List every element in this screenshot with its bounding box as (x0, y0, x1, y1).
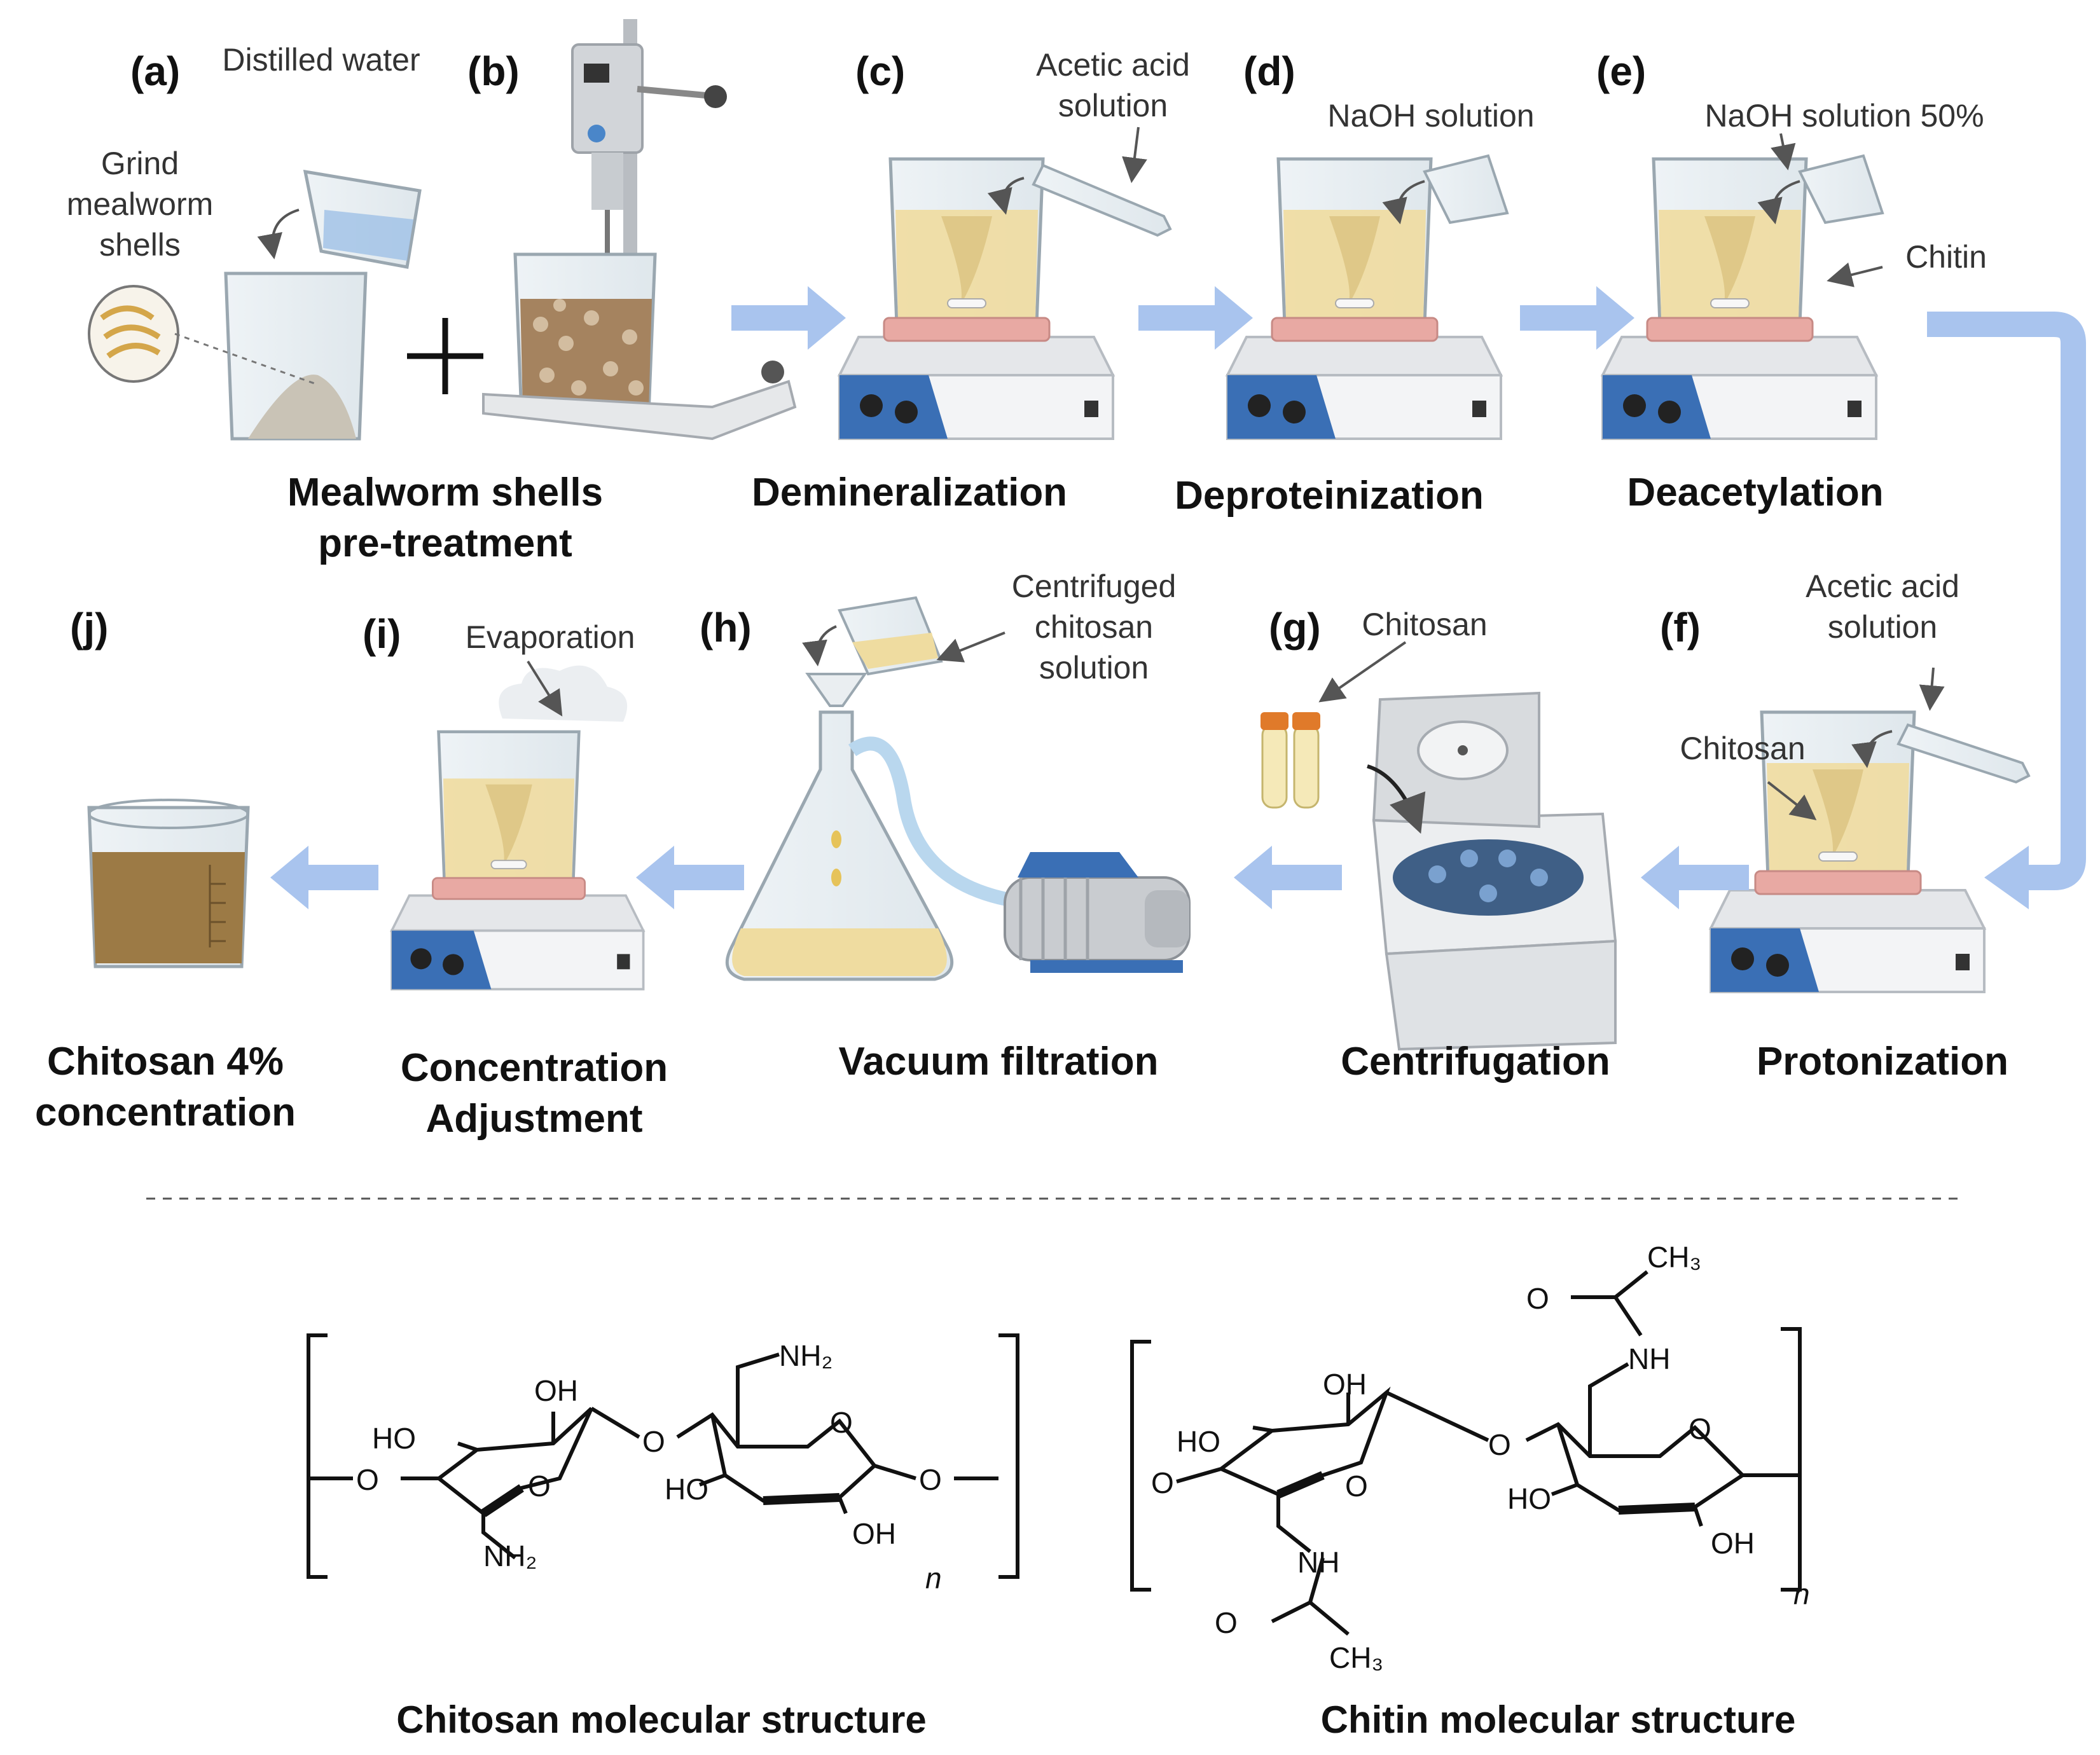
note-grind-line-3: shells (99, 227, 181, 263)
pouring-beaker-water (257, 169, 422, 269)
panel-label-c: (c) (855, 48, 906, 94)
step-deacetylation: Deacetylation (1627, 471, 1884, 514)
chitin-structure (1130, 1270, 1802, 1636)
note-centrifuged-line-1: Centrifuged (1011, 568, 1177, 604)
note-acetic-f: Acetic acid solution (1768, 566, 1997, 647)
centrifuge-tubes (1261, 641, 1407, 809)
flow-arrow-left (1641, 846, 1749, 909)
caption-chitin-structure: Chitin molecular structure (1320, 1698, 1796, 1741)
vacuum-pump (1004, 852, 1191, 973)
step-vacuum-filtration: Vacuum filtration (838, 1040, 1159, 1084)
step-final-line-2: concentration (35, 1091, 296, 1134)
beaker-with-mealworm-powder (88, 272, 368, 441)
note-distilled-water: Distilled water (222, 42, 420, 78)
test-tube-acetic-f (1767, 667, 2031, 820)
step-pretreatment: Mealworm shells pre-treatment (242, 467, 649, 569)
note-acetic-c: Acetic acid solution (1005, 45, 1221, 126)
flow-arrow (731, 286, 846, 350)
note-evaporation: Evaporation (465, 619, 635, 655)
step-final-line-1: Chitosan 4% (46, 1040, 284, 1084)
flow-arrow-left (270, 846, 378, 909)
step-concentration-line-2: Adjustment (425, 1097, 643, 1141)
test-tube-acetic-c (987, 127, 1172, 237)
note-chitin-e: Chitin (1905, 239, 1987, 275)
plus-sign-icon (407, 318, 483, 394)
note-centrifuged-line-2: chitosan (1034, 609, 1154, 645)
flow-arrow (1520, 286, 1634, 350)
step-deproteinization: Deproteinization (1175, 474, 1484, 518)
note-naoh-e: NaOH solution 50% (1704, 98, 1984, 134)
panel-label-f: (f) (1660, 605, 1701, 650)
pouring-beaker-h (802, 596, 1005, 676)
step-demineralization: Demineralization (751, 471, 1068, 514)
step-pretreatment-line-1: Mealworm shells (287, 471, 604, 514)
flow-arrow-left (1234, 846, 1342, 909)
pouring-beaker-naoh-e (1757, 133, 1884, 287)
note-grind-line-1: Grind (100, 146, 179, 181)
note-grind: Grind mealworm shells (57, 143, 223, 265)
panel-label-a: (a) (130, 48, 181, 94)
note-grind-line-2: mealworm (66, 186, 214, 222)
hotplate-station-i (390, 732, 645, 991)
panel-label-h: (h) (700, 605, 752, 650)
caption-chitosan-structure: Chitosan molecular structure (396, 1698, 927, 1741)
note-acetic-c-line-2: solution (1058, 88, 1168, 123)
step-centrifugation: Centrifugation (1341, 1040, 1610, 1084)
filtration-flask (725, 673, 1032, 981)
centrifuge (1367, 691, 1617, 1051)
note-chitosan-g: Chitosan (1362, 607, 1488, 642)
note-acetic-c-line-1: Acetic acid (1036, 47, 1190, 83)
flow-arrow-left (636, 846, 744, 909)
step-protonization: Protonization (1756, 1040, 2009, 1084)
flow-arrow (1138, 286, 1253, 350)
panel-label-i: (i) (363, 611, 401, 657)
final-chitosan-beaker (87, 799, 250, 968)
step-concentration-adjustment: Concentration Adjustment (356, 1043, 712, 1145)
steam-cloud-icon (499, 660, 628, 722)
note-centrifuged: Centrifuged chitosan solution (979, 566, 1208, 688)
note-chitosan-f: Chitosan (1680, 731, 1806, 766)
overhead-stirrer (482, 19, 797, 441)
panel-label-g: (g) (1269, 605, 1321, 650)
note-naoh-d: NaOH solution (1327, 98, 1535, 134)
panel-label-j: (j) (70, 605, 109, 650)
chitosan-structure (307, 1333, 1019, 1579)
note-centrifuged-line-3: solution (1039, 650, 1149, 685)
note-acetic-f-line-2: solution (1827, 609, 1938, 645)
flow-arrow-return (1927, 312, 2086, 909)
step-concentration-line-1: Concentration (400, 1046, 668, 1090)
panel-label-d: (d) (1243, 48, 1295, 94)
note-acetic-f-line-1: Acetic acid (1806, 568, 1959, 604)
pouring-beaker-naoh-d (1382, 154, 1509, 224)
panel-label-e: (e) (1596, 48, 1647, 94)
step-final-concentration: Chitosan 4% concentration (6, 1036, 324, 1138)
step-pretreatment-line-2: pre-treatment (318, 521, 572, 565)
panel-label-b: (b) (467, 48, 520, 94)
